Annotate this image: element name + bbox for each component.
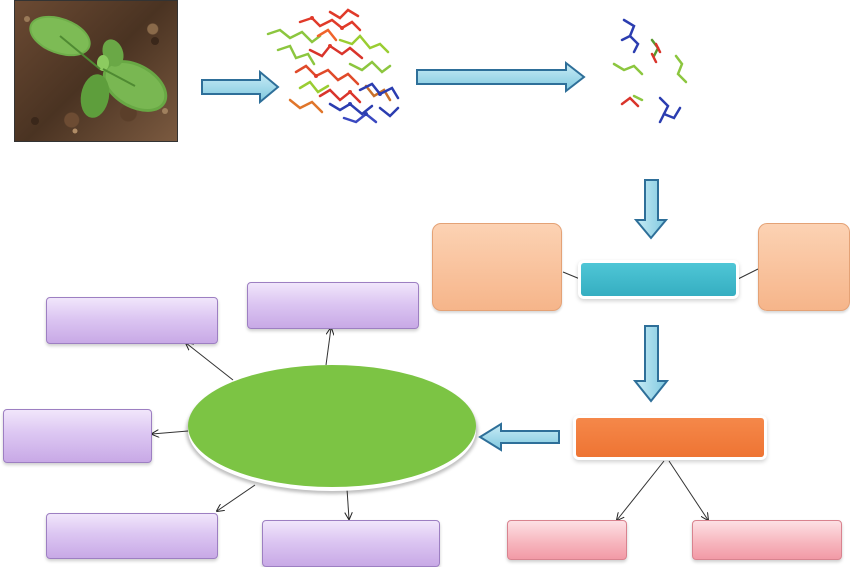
lavender-box-1 <box>46 297 218 344</box>
lavender-box-4 <box>46 513 218 559</box>
arrow-to-pink-1 <box>617 460 665 520</box>
flow-arrow-right-1 <box>201 69 280 105</box>
lavender-box-3 <box>3 409 152 463</box>
lavender-box-2 <box>247 282 419 329</box>
green-ellipse <box>188 365 476 487</box>
pink-box-2 <box>692 520 842 560</box>
arrow-to-lavender-2 <box>325 328 331 366</box>
arrow-to-lavender-3 <box>152 431 189 434</box>
arrow-to-lavender-5 <box>347 488 349 519</box>
pink-box-1 <box>507 520 627 560</box>
arrow-to-lavender-4 <box>217 484 256 511</box>
seedling-photo <box>14 0 178 142</box>
arrow-to-lavender-1 <box>186 343 234 381</box>
connector-left-peach <box>562 271 581 280</box>
peach-box-right <box>758 223 850 311</box>
connector-right-peach <box>737 268 759 280</box>
seedling-plant-icon <box>24 15 168 134</box>
orange-box <box>576 418 764 457</box>
arrow-to-pink-2 <box>668 460 708 520</box>
flow-arrow-right-2 <box>416 60 586 94</box>
flow-arrow-down-2 <box>632 325 670 403</box>
flow-arrow-left <box>478 422 560 452</box>
teal-box <box>581 263 736 296</box>
lavender-box-5 <box>262 520 440 567</box>
peach-box-left <box>432 223 562 311</box>
flow-arrow-down-1 <box>633 179 669 240</box>
